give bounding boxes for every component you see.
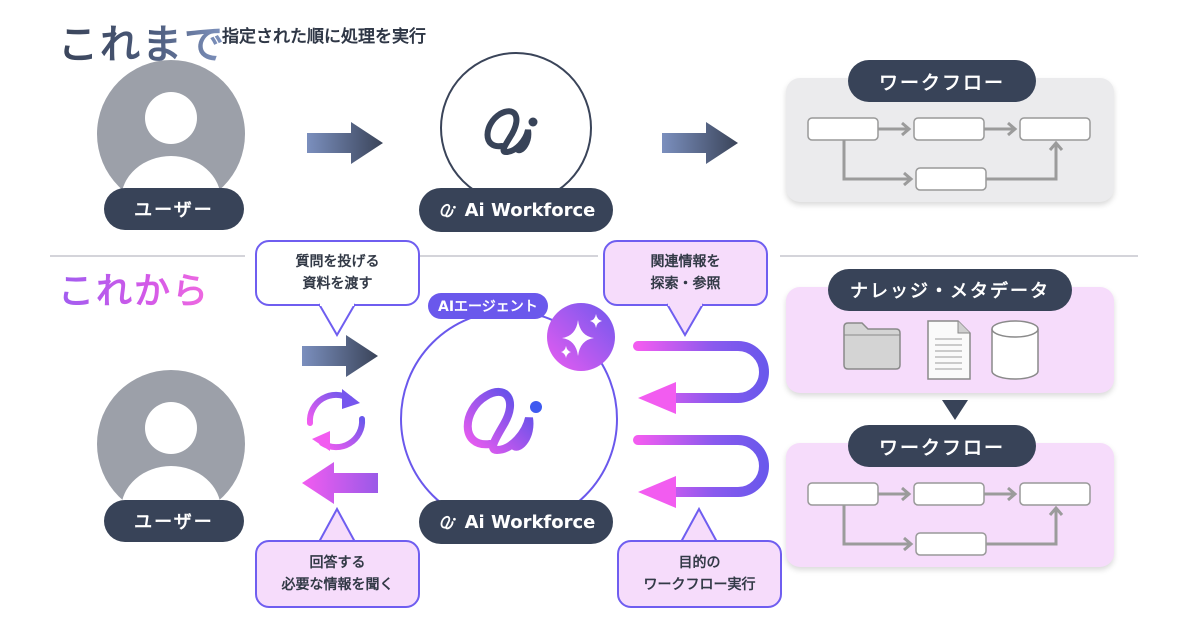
divider xyxy=(780,255,1138,257)
user-icon xyxy=(97,60,245,208)
product-name: Ai Workforce xyxy=(464,199,596,221)
bubble-text: 関連情報を xyxy=(650,254,721,270)
u-turn-arrow-icon xyxy=(633,341,769,414)
arrow-left-icon xyxy=(302,462,378,504)
ai-workforce-circle-before xyxy=(440,52,592,204)
bubble-tail xyxy=(680,506,718,543)
user-avatar-after xyxy=(97,370,245,518)
u-turn-arrow-icon xyxy=(633,435,769,508)
bubble-answer: 回答する 必要な情報を聞く xyxy=(255,505,420,610)
ai-workforce-label-after: Ai Workforce xyxy=(419,500,613,544)
divider xyxy=(420,255,598,257)
section-subtitle-before: 指定された順に処理を実行 xyxy=(222,27,426,47)
knowledge-label: ナレッジ・メタデータ xyxy=(828,269,1072,311)
arrow-right-icon xyxy=(662,122,738,164)
ai-workforce-logo-icon xyxy=(440,515,456,530)
workflow-diagram xyxy=(807,117,1091,191)
user-label-before: ユーザー xyxy=(104,188,244,230)
workflow-diagram xyxy=(807,482,1091,556)
user-avatar-before xyxy=(97,60,245,208)
bubble-text: ワークフロー実行 xyxy=(643,577,756,593)
arrow-right-icon xyxy=(307,122,383,164)
section-title-before: これまで xyxy=(58,12,226,70)
bubble-tail xyxy=(318,506,356,543)
bubble-text: 必要な情報を聞く xyxy=(281,577,394,593)
user-icon xyxy=(97,370,245,518)
ai-agent-badge: AIエージェント xyxy=(428,293,548,319)
sparkle-icon xyxy=(547,303,615,371)
bubble-execute: 目的の ワークフロー実行 xyxy=(617,505,782,610)
bubble-text: 質問を投げる xyxy=(295,254,380,270)
section-title-after: これから xyxy=(58,262,210,314)
refresh-cycle-icon xyxy=(306,389,366,451)
ai-workforce-logo-icon xyxy=(440,203,456,218)
divider xyxy=(50,255,245,257)
workflow-label-before: ワークフロー xyxy=(848,60,1036,102)
triangle-down-icon xyxy=(942,400,968,420)
bubble-text: 目的の xyxy=(678,555,721,571)
bubble-tail xyxy=(666,303,704,337)
database-icon xyxy=(991,320,1039,380)
bubble-tail xyxy=(318,303,356,337)
bubble-text: 資料を渡す xyxy=(302,276,373,292)
product-name: Ai Workforce xyxy=(464,511,596,533)
bubble-text: 探索・参照 xyxy=(650,276,721,292)
arrow-right-icon xyxy=(302,335,378,377)
bubble-search: 関連情報を 探索・参照 xyxy=(603,240,768,340)
workflow-label-after: ワークフロー xyxy=(848,425,1036,467)
workflow-card-before xyxy=(786,78,1114,202)
folder-icon xyxy=(843,322,901,370)
bubble-text: 回答する xyxy=(309,555,366,571)
ai-workforce-label-before: Ai Workforce xyxy=(419,188,613,232)
bubble-ask: 質問を投げる 資料を渡す xyxy=(255,240,420,340)
ai-agent-logo-icon xyxy=(463,387,542,455)
ai-workforce-logo-icon xyxy=(484,108,538,156)
document-icon xyxy=(927,320,971,380)
user-label-after: ユーザー xyxy=(104,500,244,542)
